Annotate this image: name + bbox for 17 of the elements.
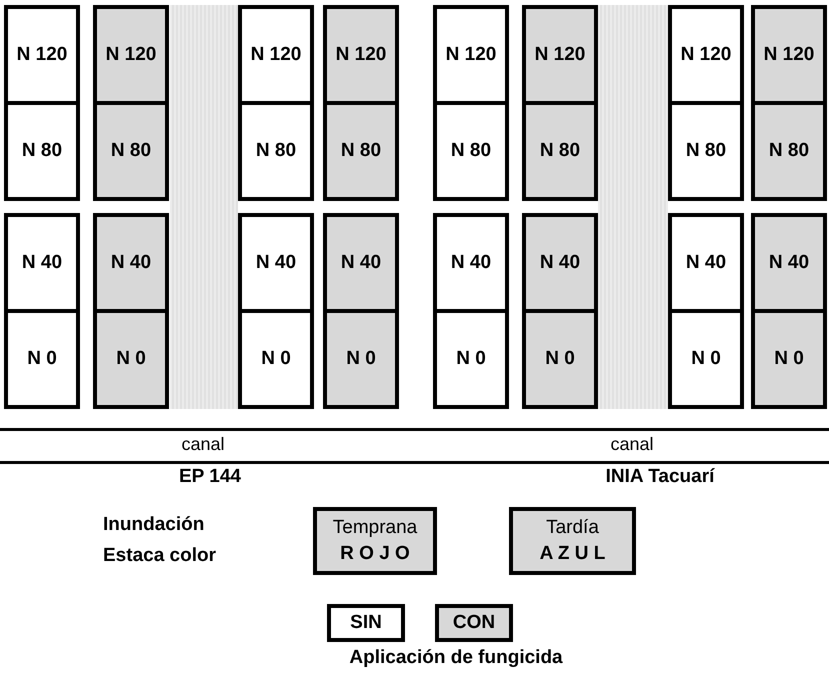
text-label: Aplicación de fungicida (349, 647, 563, 669)
canal-label: canal (610, 434, 654, 455)
text-label: Inundación (103, 514, 204, 536)
text-label: Estaca color (103, 545, 216, 567)
key-box (435, 604, 513, 642)
key-text: CON (452, 611, 496, 636)
key-title: Tardía (546, 516, 599, 540)
text-label: INIA Tacuarí (606, 466, 714, 488)
key-text: R O J O (340, 542, 410, 566)
key-text: SIN (350, 611, 382, 636)
key-text: A Z U L (540, 542, 606, 566)
key-title: Temprana (332, 516, 418, 540)
key-box (327, 604, 405, 642)
text-label: EP 144 (179, 466, 241, 488)
key-box (313, 507, 437, 575)
key-box (509, 507, 636, 575)
canal-label: canal (181, 434, 225, 455)
